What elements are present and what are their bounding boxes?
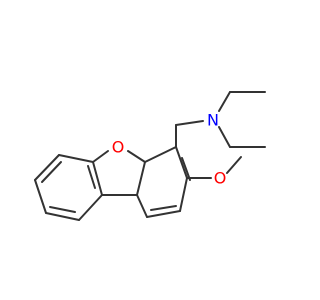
bond: [41, 161, 62, 183]
atom-labels: O N O: [112, 111, 227, 188]
bond: [218, 91, 231, 112]
bond: [136, 161, 146, 196]
amine-nitrogen-label: N: [207, 111, 219, 130]
bond: [92, 150, 109, 163]
bond: [49, 206, 76, 213]
background: [0, 0, 300, 300]
bond: [150, 205, 177, 211]
bond: [226, 156, 242, 174]
bond: [136, 194, 148, 218]
molecule-structure: O N O: [0, 0, 300, 300]
bond: [58, 154, 94, 163]
bond: [127, 150, 146, 163]
bond: [218, 126, 231, 148]
bond: [175, 120, 204, 126]
bond: [179, 177, 188, 212]
ring-oxygen-label: O: [112, 138, 125, 157]
bonds: [34, 91, 266, 221]
bond: [87, 165, 96, 189]
bond: [78, 194, 103, 221]
bond: [45, 212, 80, 221]
bond: [92, 161, 103, 196]
bond: [34, 154, 60, 181]
bond: [34, 179, 47, 214]
methoxy-oxygen-label: O: [214, 169, 227, 188]
bond: [144, 146, 177, 163]
bond: [175, 146, 188, 179]
bond: [181, 157, 191, 181]
bond: [146, 210, 181, 218]
